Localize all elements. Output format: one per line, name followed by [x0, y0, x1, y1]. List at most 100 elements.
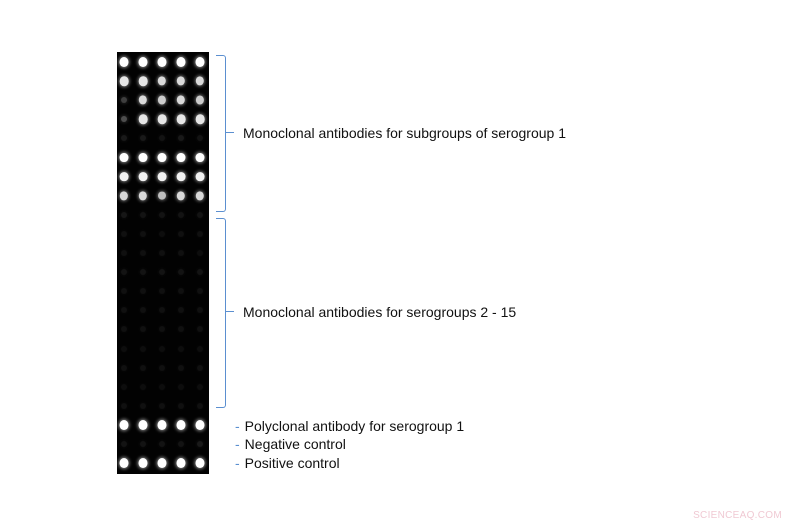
blot-dot — [159, 288, 165, 295]
blot-dot — [176, 419, 186, 430]
blot-dot — [159, 135, 165, 142]
blot-dot — [176, 57, 186, 67]
label-serogroups-2-15: Monoclonal antibodies for serogroups 2 -… — [243, 304, 517, 320]
blot-dot — [195, 114, 205, 125]
bracket-tick-serogroup-1 — [225, 132, 234, 133]
blot-dot — [176, 171, 186, 182]
blot-dot — [140, 402, 146, 409]
blot-dot — [176, 152, 186, 163]
blot-dot — [197, 269, 203, 276]
blot-dot — [159, 307, 165, 314]
blot-dot — [140, 307, 146, 314]
blot-dot — [121, 441, 127, 447]
blot-dot — [140, 441, 146, 447]
blot-dot — [140, 288, 146, 295]
blot-dot — [159, 250, 165, 256]
blot-dot — [138, 458, 148, 469]
bracket-serogroups-2-15 — [216, 218, 226, 408]
blot-dot — [140, 135, 146, 142]
blot-dot — [121, 288, 127, 295]
blot-dot — [140, 345, 146, 352]
blot-dot — [197, 250, 203, 256]
blot-dot — [159, 211, 165, 218]
blot-dot — [178, 383, 184, 390]
blot-dot — [157, 114, 167, 125]
blot-dot — [140, 269, 146, 276]
blot-dot — [157, 419, 167, 430]
blot-dot — [140, 383, 146, 390]
blot-dot — [157, 95, 167, 105]
blot-dot — [158, 191, 166, 201]
blot-dot — [119, 171, 129, 182]
blot-dot — [138, 76, 148, 86]
blot-dot — [140, 364, 146, 371]
blot-dot — [195, 57, 205, 67]
blot-dot — [197, 135, 203, 142]
blot-dot — [195, 191, 205, 201]
blot-dot — [159, 269, 165, 276]
blot-dot — [197, 383, 203, 390]
bracket-serogroup-1-subgroups — [216, 55, 226, 212]
label-serogroup-1-subgroups: Monoclonal antibodies for subgroups of s… — [243, 125, 566, 141]
blot-dot — [159, 345, 165, 352]
blot-dot — [121, 402, 127, 409]
blot-dot — [195, 152, 205, 163]
blot-dot — [178, 402, 184, 409]
label-negative-control: -Negative control — [235, 436, 346, 453]
blot-dot — [121, 383, 127, 390]
blot-dot — [119, 152, 129, 163]
blot-dot — [138, 152, 148, 163]
watermark: SCIENCEAQ.COM — [693, 510, 782, 521]
blot-dot — [138, 95, 148, 105]
blot-dot — [121, 364, 127, 371]
blot-dot — [121, 116, 127, 123]
label-text: Polyclonal antibody for serogroup 1 — [244, 418, 465, 434]
blot-dot — [197, 307, 203, 314]
blot-dot — [121, 326, 127, 333]
blot-dot — [121, 211, 127, 218]
blot-dot — [195, 76, 205, 86]
blot-dot — [195, 458, 205, 469]
blot-dot — [138, 191, 148, 201]
blot-dot — [178, 326, 184, 333]
blot-dot — [159, 402, 165, 409]
label-text: Positive control — [244, 455, 340, 471]
blot-dot — [121, 230, 127, 237]
blot-dot — [140, 211, 146, 218]
blot-dot — [119, 191, 129, 201]
blot-dot — [119, 458, 129, 469]
blot-dot — [159, 326, 165, 333]
blot-dot — [197, 326, 203, 333]
blot-dot — [178, 211, 184, 218]
blot-dot — [197, 230, 203, 237]
blot-dot — [176, 114, 186, 125]
blot-dot — [197, 288, 203, 295]
label-polyclonal-antibody: -Polyclonal antibody for serogroup 1 — [235, 418, 464, 435]
blot-dot — [178, 269, 184, 276]
blot-dot — [138, 57, 148, 67]
blot-dot — [138, 419, 148, 430]
blot-dot — [138, 114, 148, 125]
label-positive-control: -Positive control — [235, 455, 340, 472]
blot-dot — [119, 57, 129, 67]
blot-dot — [197, 402, 203, 409]
blot-dot — [178, 364, 184, 371]
blot-dot — [138, 171, 148, 182]
blot-dot — [140, 250, 146, 256]
label-text: Negative control — [244, 436, 346, 452]
blot-dot — [176, 76, 186, 86]
blot-dot — [176, 95, 186, 105]
blot-dot — [176, 458, 186, 469]
blot-dot — [157, 152, 167, 163]
dash-marker: - — [235, 418, 240, 434]
blot-dot — [159, 383, 165, 390]
blot-dot — [157, 458, 167, 469]
blot-dot — [178, 345, 184, 352]
blot-dot — [159, 441, 165, 447]
blot-dot — [119, 76, 129, 86]
dash-marker: - — [235, 455, 240, 471]
blot-dot — [178, 135, 184, 142]
blot-dot — [195, 171, 205, 182]
blot-dot — [121, 97, 127, 104]
blot-dot — [197, 364, 203, 371]
